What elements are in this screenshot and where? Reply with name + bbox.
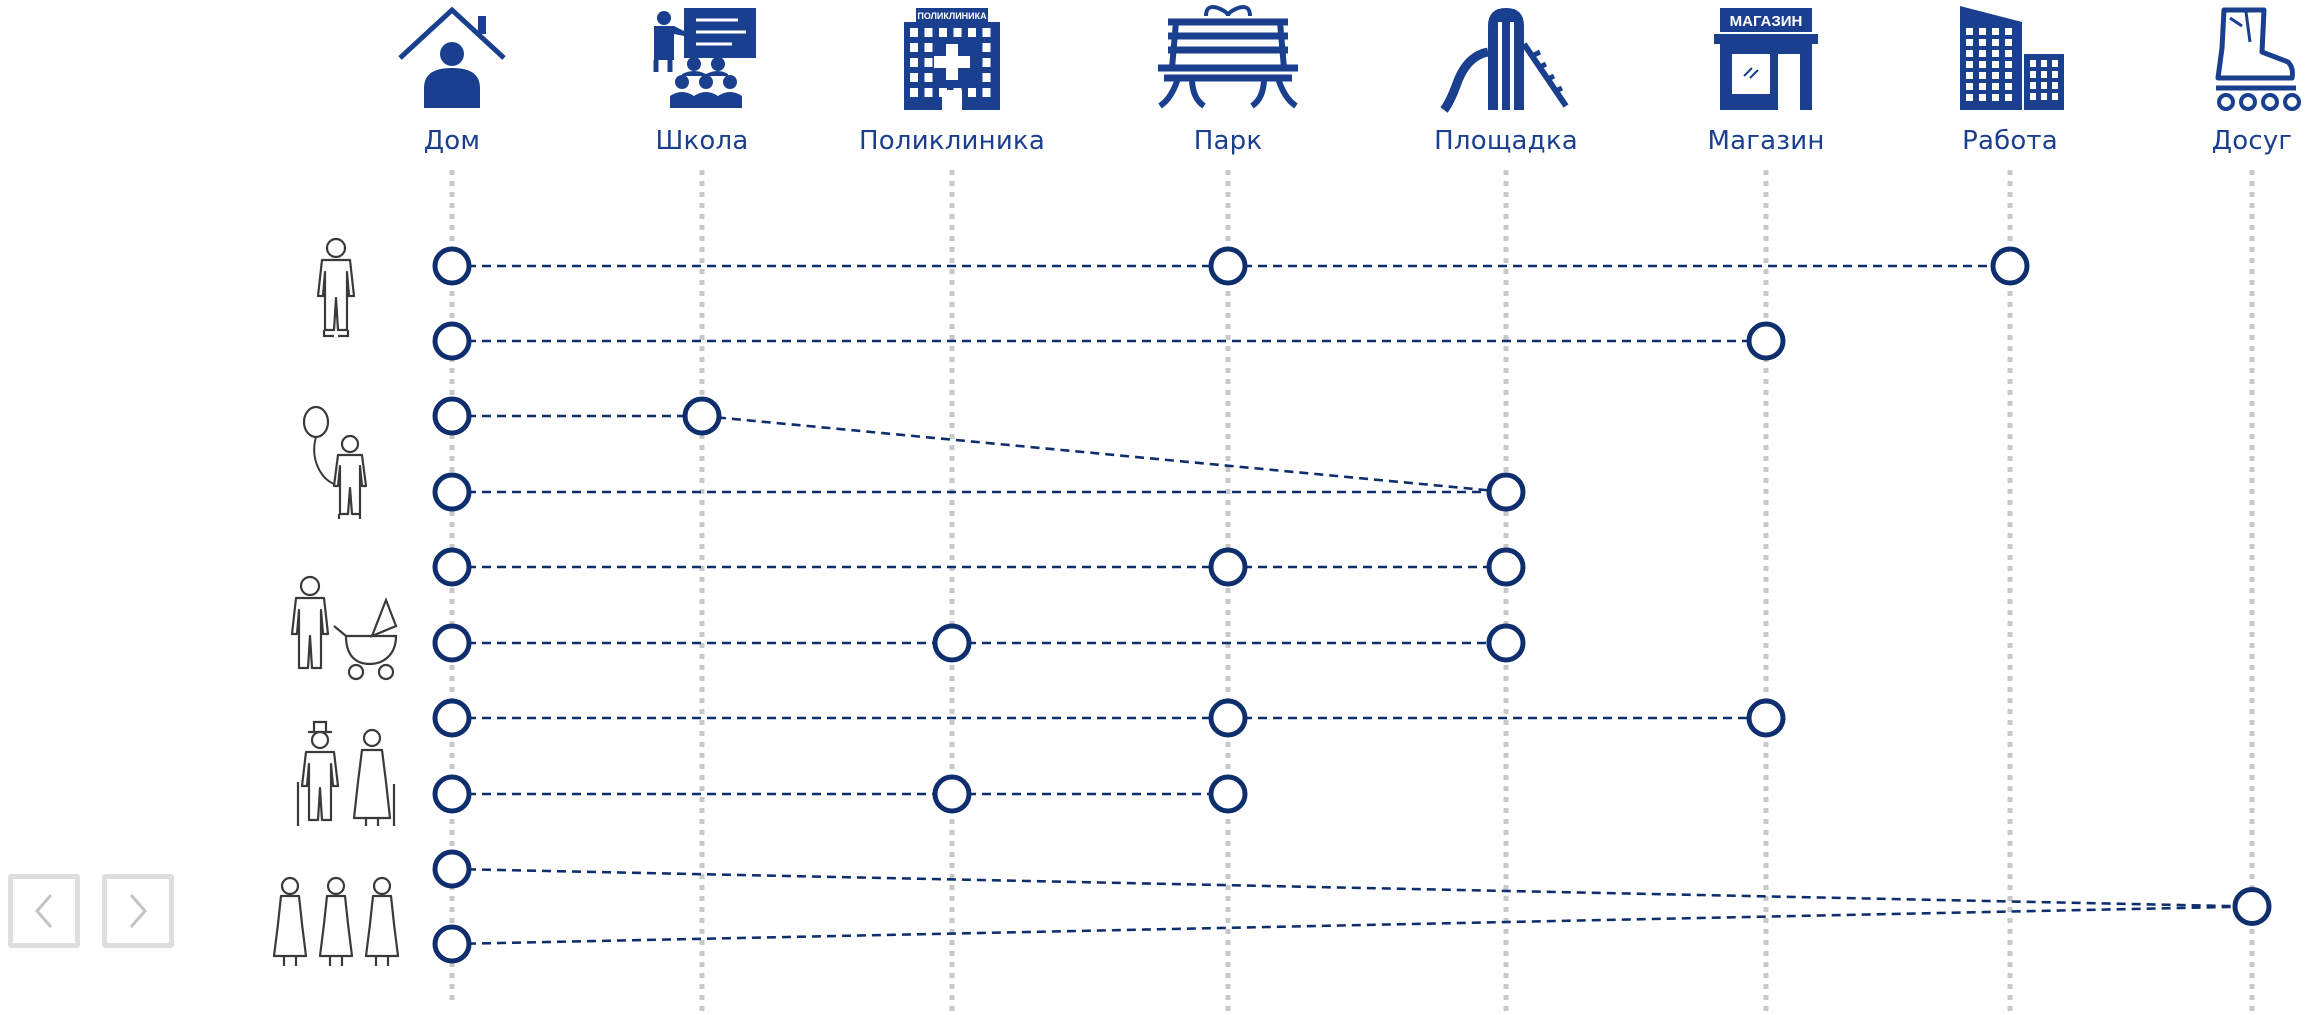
column-label-dosug: Досуг [2211,126,2293,156]
routes [451,264,2253,946]
route-node-dosug-row-8 [2232,887,2272,926]
column-label-rabota: Работа [1962,126,2058,156]
column-label-park: Парк [1193,126,1263,156]
route-node-dom-row-8 [432,849,472,889]
route-node-ploshchadka-row-2 [1486,472,1526,512]
prev-button[interactable] [8,874,80,948]
route-segment-9-dom-dosug [451,905,2253,946]
child-with-balloon-icon [302,405,368,521]
column-label-ploshchadka: Площадка [1434,126,1578,156]
shop-sign: МАГАЗИН [1730,13,1803,30]
route-node-dom-row-3 [432,472,472,512]
column-label-dom: Дом [423,126,481,156]
route-node-ploshchadka-row-5 [1486,623,1526,663]
route-node-park-row-6 [1208,698,1248,738]
route-node-dom-row-7 [432,774,472,814]
office-building-icon [1960,6,2064,110]
elderly-couple-icon [296,720,396,828]
column-label-magazin: Магазин [1707,126,1825,156]
three-women-icon [272,876,400,968]
route-node-poliklinika-row-7 [932,774,972,814]
column-guides [449,170,2255,1015]
column-icons: ПОЛИКЛИНИКА МАГАЗИН [398,5,2301,113]
column-label-shkola: Школа [655,126,749,156]
house-person-icon [398,6,506,108]
clinic-sign: ПОЛИКЛИНИКА [917,11,987,21]
route-node-park-row-4 [1208,547,1248,587]
adult-man-icon [316,237,356,338]
route-segment-8-dom-dosug [451,867,2253,908]
route-node-dom-row-5 [432,623,472,663]
shop-icon: МАГАЗИН [1714,8,1818,110]
route-node-dom-row-2 [432,396,472,436]
route-node-poliklinika-row-5 [932,623,972,663]
route-node-park-row-7 [1208,774,1248,814]
route-node-dom-row-6 [432,698,472,738]
route-node-magazin-row-6 [1746,698,1786,738]
route-segment-2-shkola-ploshchadka [701,414,1507,494]
route-node-dom-row-0 [432,246,472,286]
column-label-poliklinika: Поликлиника [859,126,1045,156]
next-button[interactable] [102,874,174,948]
school-teacher-icon [653,8,756,108]
route-node-dom-row-4 [432,547,472,587]
route-node-magazin-row-1 [1746,321,1786,361]
route-node-shkola-row-2 [682,396,722,436]
route-node-rabota-row-0 [1990,246,2030,286]
route-nodes [432,246,2272,964]
route-node-park-row-0 [1208,246,1248,286]
route-node-dom-row-1 [432,321,472,361]
chevron-left-icon [35,894,53,928]
roller-skate-icon [2215,7,2301,111]
parent-with-stroller-icon [290,575,398,681]
playground-slide-icon [1440,8,1569,113]
route-node-dom-row-9 [432,924,472,964]
people-icons [272,237,400,968]
chevron-right-icon [129,894,147,928]
clinic-building-icon: ПОЛИКЛИНИКА [904,8,1000,110]
park-bench-icon [1158,5,1298,109]
route-node-ploshchadka-row-4 [1486,547,1526,587]
